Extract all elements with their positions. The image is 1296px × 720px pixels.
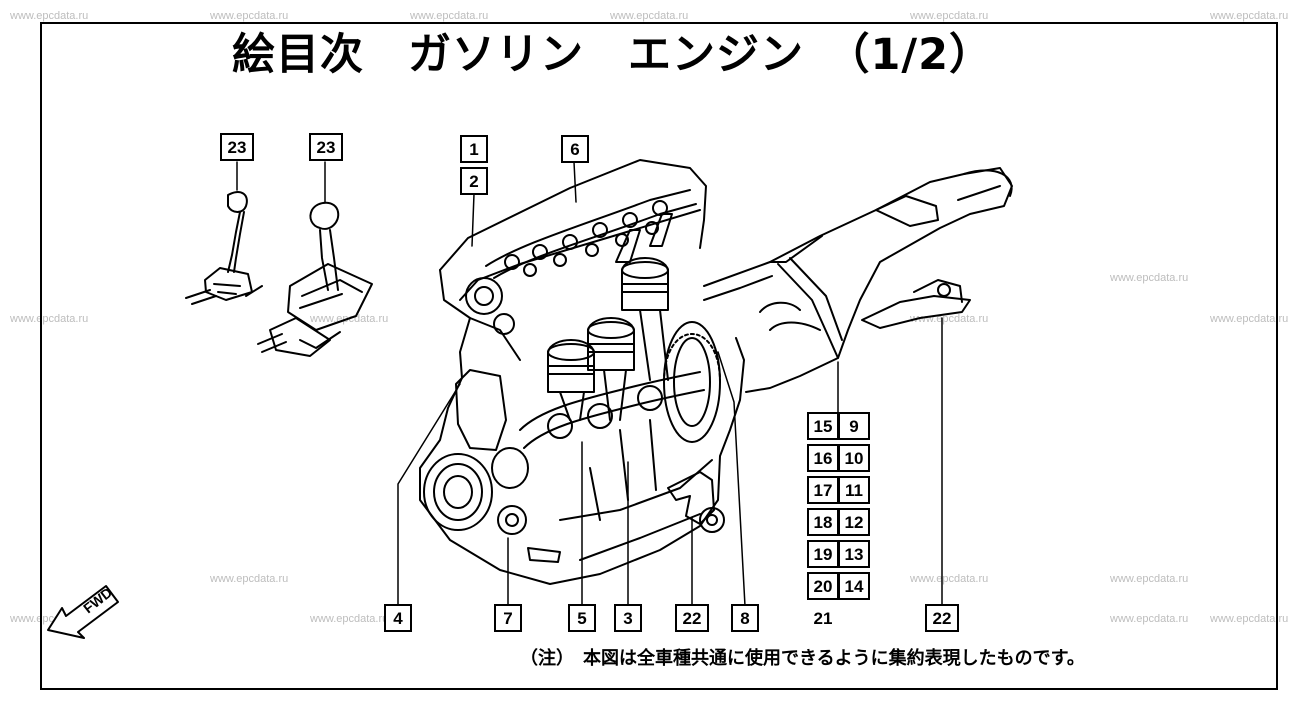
watermark: www.epcdata.ru — [10, 10, 89, 22]
watermark: www.epcdata.ru — [410, 10, 489, 22]
callout-21[interactable]: 21 — [807, 604, 839, 632]
watermark: www.epcdata.ru — [1210, 10, 1289, 22]
callout-1[interactable]: 1 — [460, 135, 488, 163]
callout-9[interactable]: 9 — [838, 412, 870, 440]
watermark: www.epcdata.ru — [610, 10, 689, 22]
diagram-frame — [40, 22, 1278, 690]
watermark: www.epcdata.ru — [1210, 313, 1289, 325]
watermark: www.epcdata.ru — [910, 10, 989, 22]
callout-12[interactable]: 12 — [838, 508, 870, 536]
callout-8[interactable]: 8 — [731, 604, 759, 632]
page-title: 絵目次 ガソリン エンジン （1/2） — [232, 30, 994, 80]
watermark: www.epcdata.ru — [1110, 573, 1189, 585]
callout-2[interactable]: 2 — [460, 167, 488, 195]
callout-20[interactable]: 20 — [807, 572, 839, 600]
engine-block — [419, 159, 745, 585]
automatic-shift-lever — [257, 201, 373, 357]
callout-23-auto-shifter[interactable]: 23 — [309, 133, 343, 161]
watermark: www.epcdata.ru — [910, 573, 989, 585]
watermark: www.epcdata.ru — [10, 313, 89, 325]
watermark: www.epcdata.ru — [210, 10, 289, 22]
watermark: www.epcdata.ru — [210, 573, 289, 585]
callout-23-manual-shifter[interactable]: 23 — [220, 133, 254, 161]
callout-15[interactable]: 15 — [807, 412, 839, 440]
callout-22-rear-mount[interactable]: 22 — [925, 604, 959, 632]
leader-lines — [236, 161, 943, 607]
callout-22-engine-mount[interactable]: 22 — [675, 604, 709, 632]
callout-18[interactable]: 18 — [807, 508, 839, 536]
callout-6[interactable]: 6 — [561, 135, 589, 163]
callout-7[interactable]: 7 — [494, 604, 522, 632]
watermark: www.epcdata.ru — [1110, 613, 1189, 625]
callout-10[interactable]: 10 — [838, 444, 870, 472]
callout-5[interactable]: 5 — [568, 604, 596, 632]
transmission — [703, 167, 1013, 393]
watermark: www.epcdata.ru — [310, 613, 389, 625]
callout-4[interactable]: 4 — [384, 604, 412, 632]
watermark: www.epcdata.ru — [1110, 272, 1189, 284]
callout-14[interactable]: 14 — [838, 572, 870, 600]
callout-3[interactable]: 3 — [614, 604, 642, 632]
watermark: www.epcdata.ru — [1210, 613, 1289, 625]
callout-17[interactable]: 17 — [807, 476, 839, 504]
manual-shift-lever — [185, 191, 263, 305]
callout-13[interactable]: 13 — [838, 540, 870, 568]
callout-11[interactable]: 11 — [838, 476, 870, 504]
callout-19[interactable]: 19 — [807, 540, 839, 568]
callout-16[interactable]: 16 — [807, 444, 839, 472]
footnote: （注） 本図は全車種共通に使用できるように集約表現したものです。 — [520, 648, 1085, 669]
fwd-arrow-icon: FWD — [47, 584, 119, 639]
